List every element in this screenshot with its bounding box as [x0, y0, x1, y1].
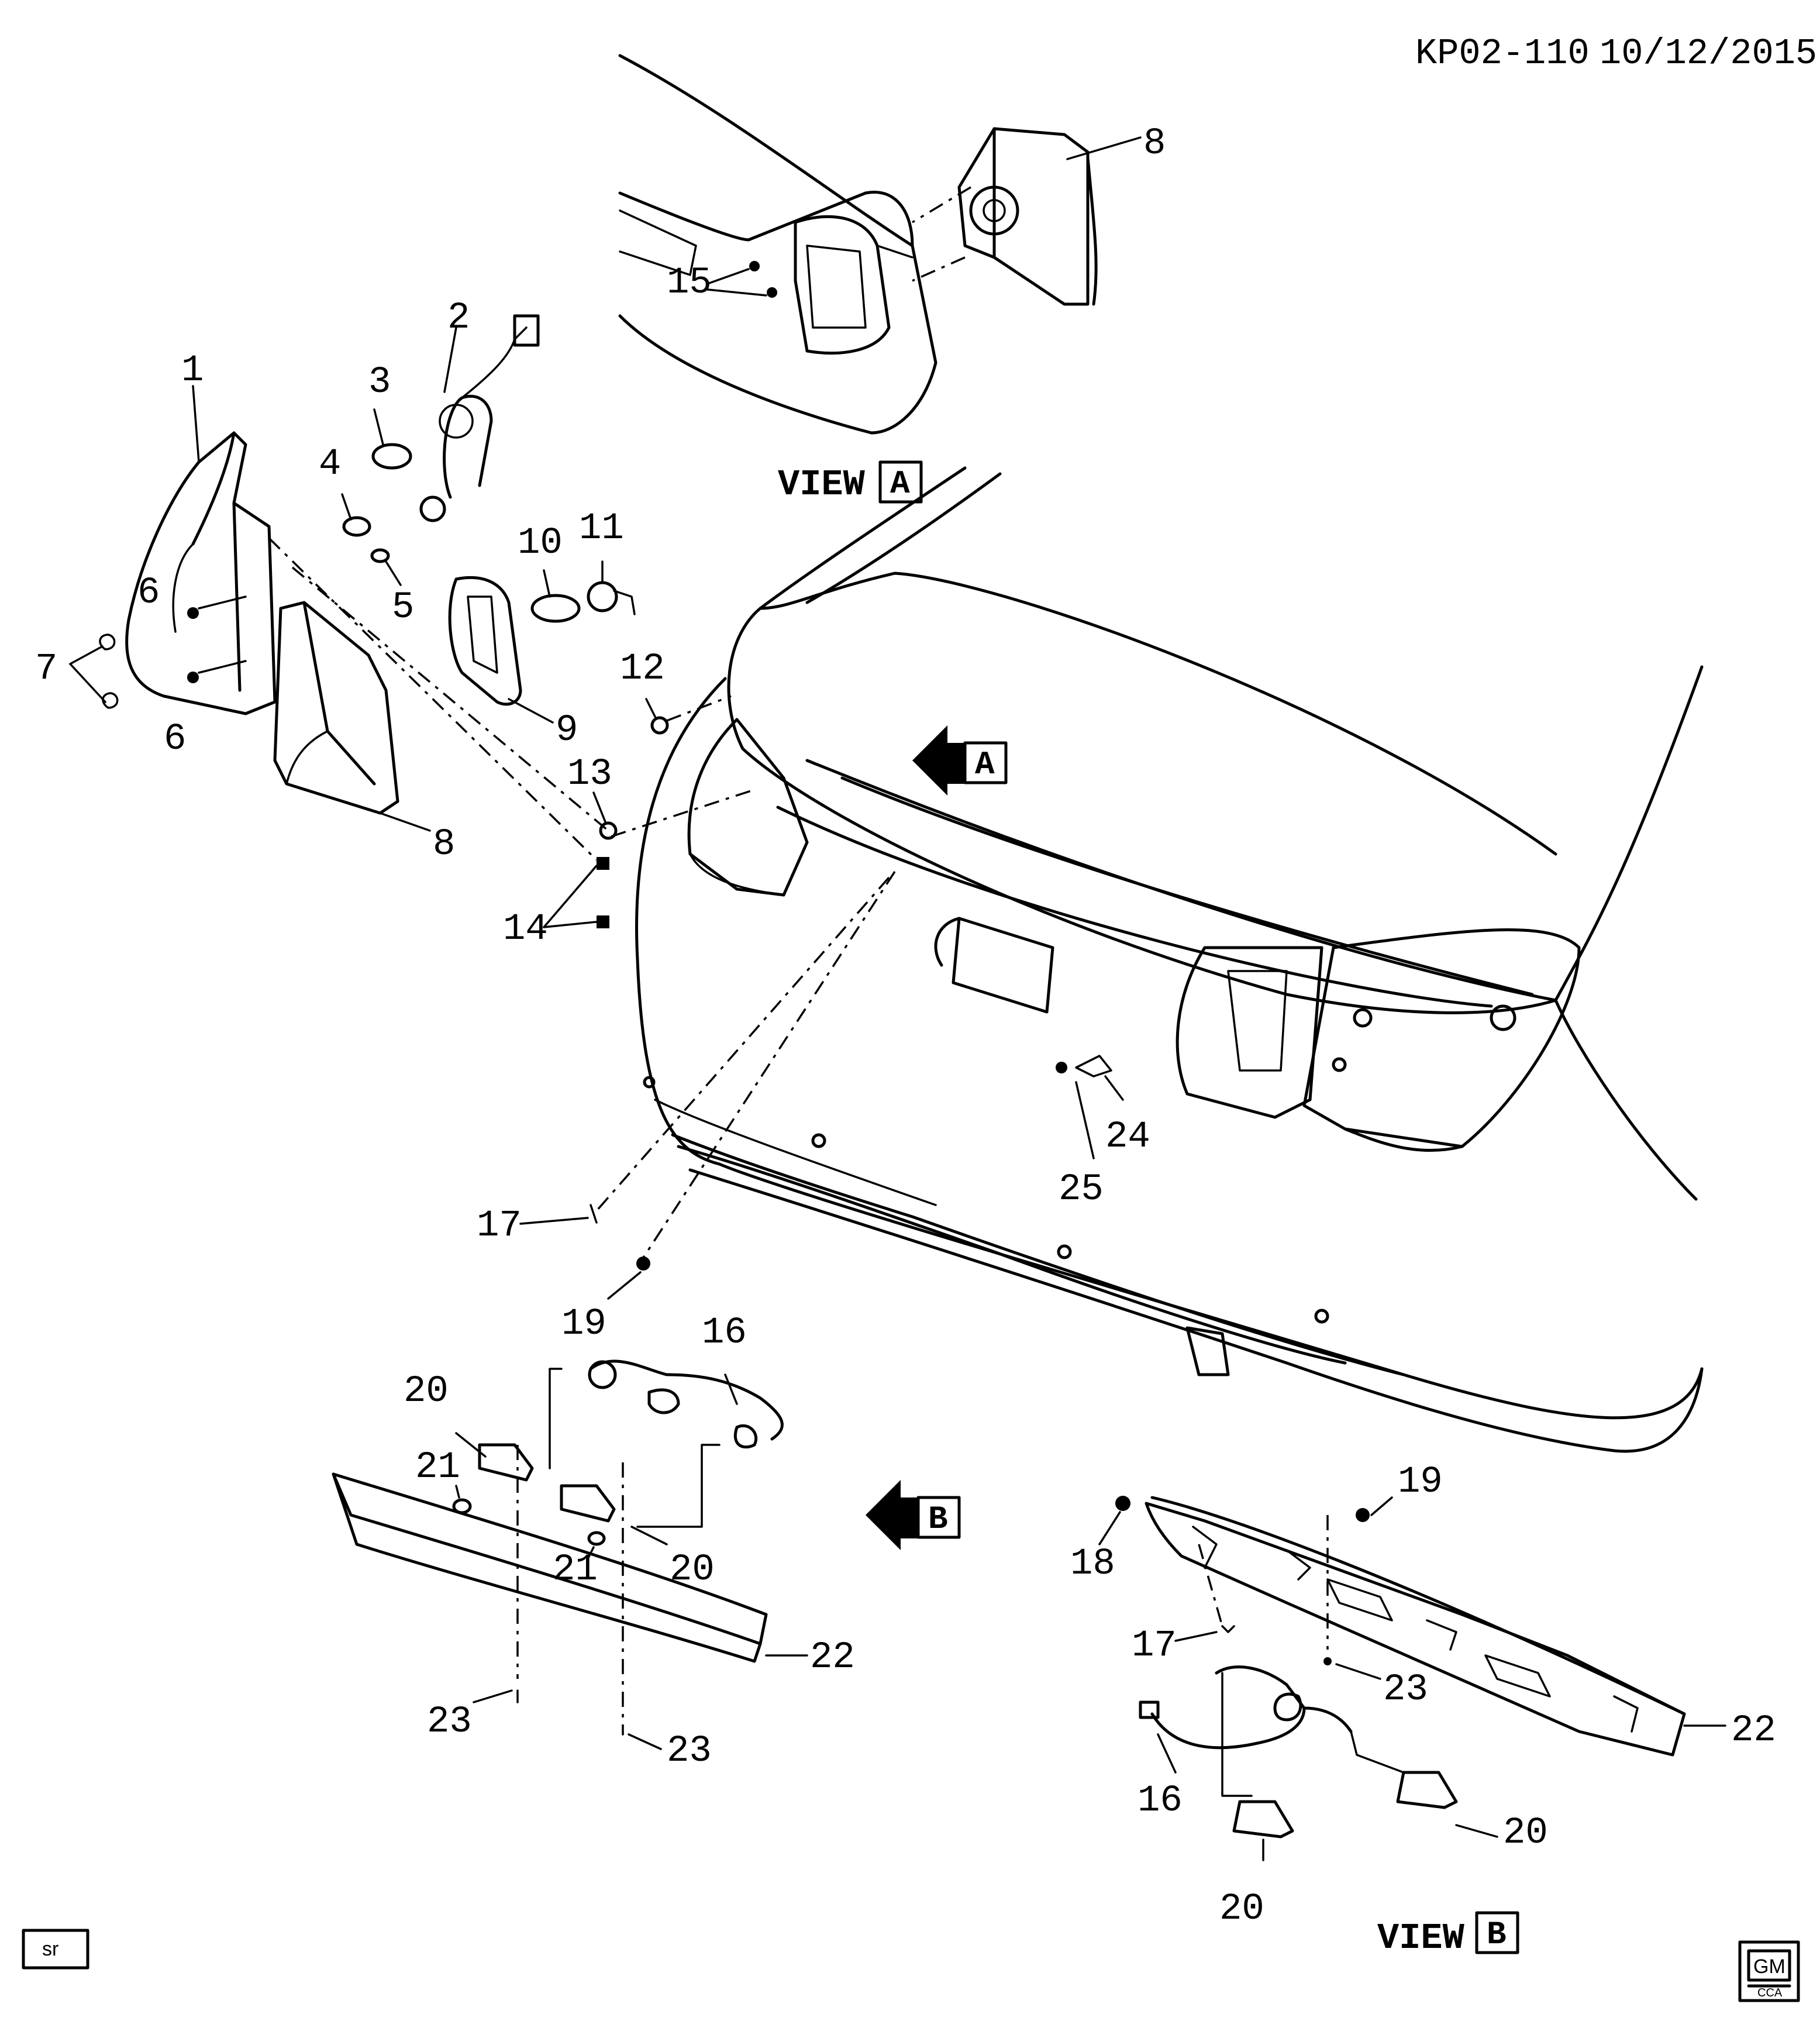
callout-11: 11	[579, 508, 624, 550]
callout-21-upper: 21	[415, 1447, 460, 1489]
view-b-label: VIEW	[1377, 1917, 1465, 1959]
callout-23-center: 23	[667, 1730, 712, 1772]
callout-10: 10	[518, 522, 563, 564]
callout-14: 14	[503, 908, 548, 951]
callout-4: 4	[319, 443, 341, 486]
callout-20-center: 20	[670, 1549, 715, 1591]
arrow-a-letter: A	[975, 746, 995, 783]
gm-logo-text: GM	[1753, 1956, 1785, 1978]
callout-8-lamp: 8	[433, 824, 455, 866]
view-b-letter: B	[1487, 1916, 1507, 1953]
diagram-code: KP02-110	[1415, 33, 1590, 74]
callout-23-view-b: 23	[1383, 1669, 1428, 1711]
callout-20-view-b-right: 20	[1503, 1812, 1548, 1854]
callout-20-left: 20	[404, 1371, 449, 1413]
callout-21-lower: 21	[553, 1549, 598, 1591]
callout-3: 3	[368, 362, 391, 404]
callout-7: 7	[35, 648, 57, 690]
gm-logo	[1738, 1940, 1800, 2002]
callout-22-left: 22	[810, 1637, 855, 1679]
license-lamp-assembly	[332, 1359, 808, 1750]
view-a-letter-box	[878, 460, 923, 504]
diagram-date: 10/12/2015	[1600, 33, 1817, 74]
callout-16-left: 16	[702, 1312, 747, 1354]
callout-24: 24	[1105, 1116, 1150, 1158]
callout-15: 15	[667, 262, 712, 304]
callout-12: 12	[620, 648, 665, 690]
callout-6-lower: 6	[164, 718, 186, 760]
callout-25: 25	[1059, 1169, 1104, 1211]
callout-19-left: 19	[561, 1303, 606, 1345]
callout-20-view-b-bottom: 20	[1219, 1888, 1264, 1930]
gm-logo-sub: CCA	[1757, 1987, 1783, 1999]
callout-23-left: 23	[427, 1701, 472, 1743]
callout-16-view-b: 16	[1138, 1780, 1183, 1822]
view-b-letter-box	[1475, 1911, 1519, 1954]
vehicle-rear	[595, 466, 1704, 1453]
view-a-inset	[618, 54, 1142, 435]
callout-13: 13	[567, 753, 612, 796]
callout-19-view-b: 19	[1398, 1461, 1443, 1503]
arrow-b-letter: B	[928, 1500, 948, 1538]
view-a-letter: A	[890, 465, 910, 502]
sr-tag: sr	[42, 1938, 58, 1960]
callout-18: 18	[1070, 1543, 1115, 1585]
callout-1: 1	[181, 350, 204, 392]
callout-8-view-a: 8	[1143, 123, 1166, 165]
callout-17-view-b: 17	[1132, 1625, 1177, 1667]
callout-9: 9	[556, 710, 578, 752]
callout-22-view-b: 22	[1731, 1710, 1776, 1752]
view-b-detail	[1098, 1496, 1726, 1861]
view-a-arrow	[912, 725, 1008, 796]
callout-17-left: 17	[477, 1205, 522, 1247]
callout-2: 2	[447, 297, 470, 339]
view-a-label: VIEW	[778, 464, 866, 505]
callout-6-upper: 6	[137, 572, 160, 614]
sr-tag-box	[22, 1929, 89, 1970]
view-b-arrow	[866, 1480, 961, 1550]
callout-5: 5	[392, 587, 414, 629]
